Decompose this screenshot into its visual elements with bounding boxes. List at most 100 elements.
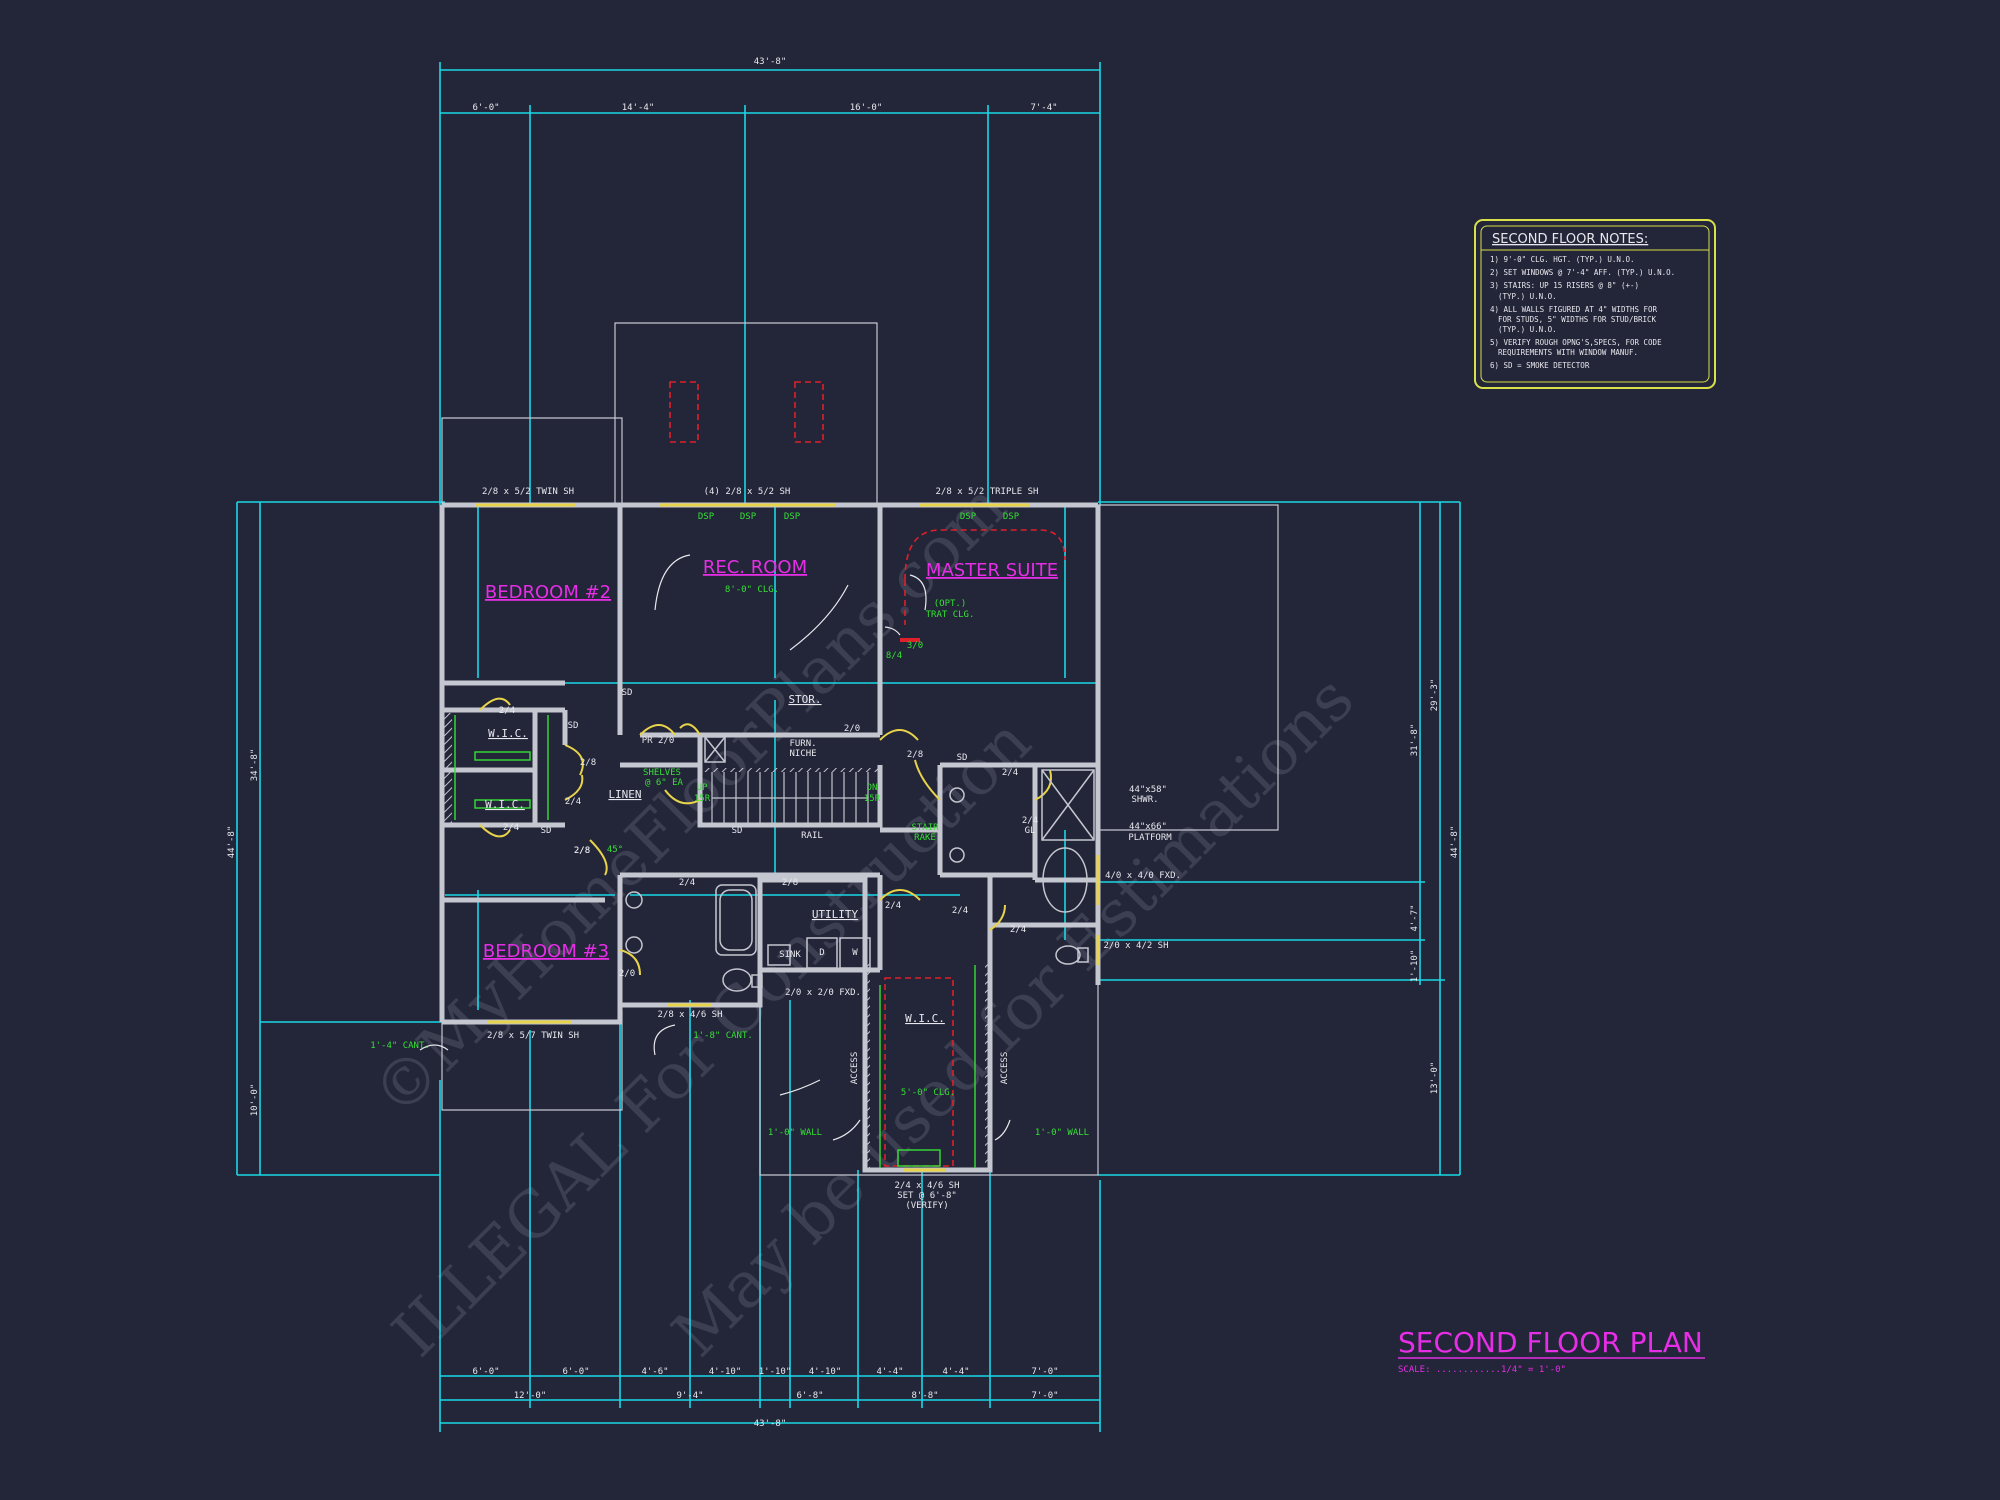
sh-right-label: 2/0 x 4/2 SH: [1103, 941, 1168, 951]
win-rec-label: (4) 2/8 x 5/2 SH: [704, 487, 791, 497]
wall-hatching: [442, 710, 990, 1170]
dim-right-seg-2: 31'-8": [1410, 724, 1420, 757]
dryer-label: D: [819, 948, 824, 958]
dimension-text: 43'-8" 6'-0" 14'-4" 16'-0" 7'-4" 6'-0" 6…: [227, 57, 1460, 1429]
door-label-6: 2/8: [907, 750, 923, 760]
wall1-label: 1'-0" WALL: [768, 1128, 822, 1138]
fxd2-label: 2/0 x 2/0 FXD.: [785, 988, 861, 998]
stair: [711, 772, 869, 825]
door-label-9: 2/4: [679, 878, 695, 888]
dsp-label-3: DSP: [784, 512, 801, 522]
room-master-suite: MASTER SUITE: [926, 560, 1058, 581]
dim-right-seg-3: 4'-7": [1410, 904, 1420, 931]
d84-label: 8/4: [886, 651, 902, 661]
small-labels: 2/8 x 5/2 TWIN SH (4) 2/8 x 5/2 SH 2/8 x…: [482, 487, 1181, 1211]
trat-clg-label: TRAT CLG.: [926, 610, 975, 620]
dim-bottom-a-8: 4'-4": [942, 1367, 969, 1377]
shwr-label-2: SHWR.: [1131, 795, 1158, 805]
dim-top-seg-4: 7'-4": [1030, 103, 1057, 113]
notes-box: SECOND FLOOR NOTES: 1) 9'-0" CLG. HGT. (…: [1474, 219, 1716, 389]
dsp-label-2: DSP: [740, 512, 757, 522]
dim-right-seg-1: 29'-3": [1430, 679, 1440, 712]
win-bath-label: 2/8 x 4/6 SH: [657, 1010, 722, 1020]
dim-bottom-b-2: 9'-4": [676, 1391, 703, 1401]
fxd1-label: 4/0 x 4/0 FXD.: [1105, 871, 1181, 881]
door-label-11: 2/4: [885, 901, 901, 911]
cant1-label: 1'-4" CANT.: [370, 1041, 430, 1051]
attic-clg-label: 5'-0" CLG.: [901, 1088, 955, 1098]
dim-bottom-a-2: 6'-0": [562, 1367, 589, 1377]
stor-label: STOR.: [788, 693, 821, 706]
dim-bottom-a-9: 7'-0": [1031, 1367, 1058, 1377]
door-label-3: 2/4: [503, 823, 519, 833]
dim-left-overall: 44'-8": [227, 826, 237, 859]
door-label-7: 2/4: [1002, 768, 1018, 778]
pr-label: PR 2/0: [642, 736, 675, 746]
door-label-1: 2/4: [499, 706, 515, 716]
platform-label-2: PLATFORM: [1128, 833, 1172, 843]
dim-bottom-a-6: 4'-10": [809, 1367, 842, 1377]
note-item-9: REQUIREMENTS WITH WINDOW MANUF.: [1498, 348, 1638, 357]
rec-clg-label: 8'-0" CLG.: [725, 585, 779, 595]
wic-label-1: W.I.C.: [488, 727, 528, 740]
note-item-5: 4) ALL WALLS FIGURED AT 4" WIDTHS FOR: [1490, 305, 1658, 314]
notes-title: SECOND FLOOR NOTES:: [1492, 232, 1648, 247]
plan-title: SECOND FLOOR PLAN: [1398, 1326, 1703, 1359]
furn-label: FURN.: [789, 739, 816, 749]
plan-scale: SCALE: ............1/4" = 1'-0": [1398, 1365, 1566, 1375]
door-label-5: 2/8: [574, 846, 590, 856]
dim-bottom-a-1: 6'-0": [472, 1367, 499, 1377]
door-label-8: 2/0: [844, 724, 860, 734]
wall2-label: 1'-0" WALL: [1035, 1128, 1089, 1138]
note-item-7: (TYP.) U.N.O.: [1498, 325, 1557, 334]
platform-label: 44"x66": [1129, 822, 1167, 832]
roof-outlines: [441, 322, 1279, 1176]
win-bottom-label: 2/4 x 4/6 SH: [894, 1181, 959, 1191]
dsp-label-1: DSP: [698, 512, 715, 522]
access-label-1: ACCESS: [850, 1052, 860, 1085]
dim-bottom-b-5: 7'-0": [1031, 1391, 1058, 1401]
dim-left-lower: 10'-0": [250, 1084, 260, 1117]
note-item-3: 3) STAIRS: UP 15 RISERS @ 8" (+-): [1490, 281, 1639, 290]
note-item-4: (TYP.) U.N.O.: [1498, 292, 1557, 301]
rail-label: RAIL: [801, 831, 823, 841]
room-rec-room: REC. ROOM: [703, 557, 807, 578]
door-label-10: 2/8: [782, 878, 798, 888]
access-label-2: ACCESS: [1000, 1052, 1010, 1085]
title-block: SECOND FLOOR PLAN SCALE: ............1/4…: [1398, 1326, 1705, 1375]
sd-label-4: SD: [732, 826, 743, 836]
skylights: [669, 381, 824, 443]
dim-right-overall: 44'-8": [1450, 826, 1460, 859]
note-item-8: 5) VERIFY ROUGH OPNG'S,SPECS, FOR CODE: [1490, 338, 1662, 347]
wic-label-2: W.I.C.: [485, 798, 525, 811]
sink-label: SINK: [779, 950, 801, 960]
sd-label-5: SD: [957, 753, 968, 763]
dsp-label-5: DSP: [1003, 512, 1020, 522]
d30-label: 3/0: [907, 641, 923, 651]
fixtures: [625, 736, 1095, 992]
note-item-1: 1) 9'-0" CLG. HGT. (TYP.) U.N.O.: [1490, 255, 1635, 264]
linen-label: LINEN: [608, 788, 641, 801]
deg45-label: 45°: [607, 845, 623, 855]
dim-bottom-a-3: 4'-6": [641, 1367, 668, 1377]
shelves-label: SHELVES: [643, 768, 681, 778]
door-label-15: 2/4: [1022, 816, 1038, 826]
door-label-16: GL: [1025, 826, 1036, 836]
dim-left-inner: 34'-8": [250, 749, 260, 782]
dimension-lines: [236, 62, 1461, 1432]
dim-top-seg-2: 14'-4": [622, 103, 655, 113]
sd-label-1: SD: [622, 688, 633, 698]
sd-label-2: SD: [568, 721, 579, 731]
room-bedroom-2: BEDROOM #2: [485, 582, 611, 603]
leader-lines: [419, 554, 1011, 1141]
win-bed3-label: 2/8 x 5/7 TWIN SH: [487, 1031, 579, 1041]
room-bedroom-3: BEDROOM #3: [483, 941, 609, 962]
room-labels: BEDROOM #2 REC. ROOM MASTER SUITE BEDROO…: [483, 557, 1058, 962]
niche-label: NICHE: [789, 749, 816, 759]
green-notes: 8'-0" CLG. (OPT.) TRAT CLG. DSP DSP DSP …: [370, 512, 1089, 1138]
door-label-4: 2/8: [580, 758, 596, 768]
dim-bottom-b-3: 6'-8": [796, 1391, 823, 1401]
dn-15r-label: 15R: [864, 794, 881, 804]
shwr-label: 44"x58": [1129, 785, 1167, 795]
